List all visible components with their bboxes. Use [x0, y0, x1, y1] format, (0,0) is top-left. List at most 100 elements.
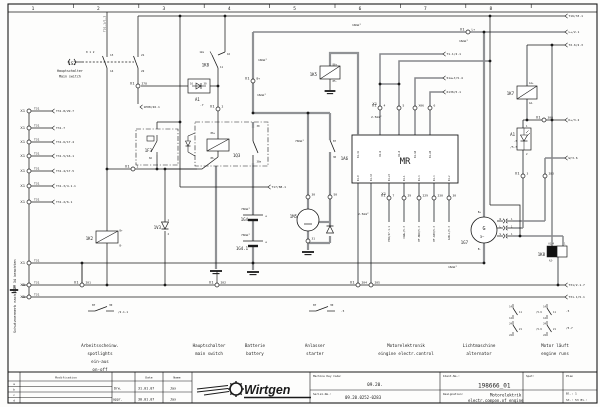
breaker-box	[135, 128, 179, 166]
label: T31	[34, 259, 40, 263]
revision-row-label: d	[13, 398, 15, 402]
terminal	[541, 117, 547, 123]
plug-icon	[502, 218, 505, 224]
diode	[187, 132, 196, 137]
plug-icon	[505, 233, 508, 239]
contact-blade	[133, 55, 139, 69]
terminal-pin: 29	[408, 194, 412, 198]
schematic-label: 1	[168, 218, 170, 222]
terminal-conn: X1	[350, 280, 355, 285]
legend-item: on-off	[92, 367, 108, 372]
schematic-label: 2	[526, 152, 528, 156]
label: T31.2/6.1	[56, 200, 72, 204]
label: T31	[34, 152, 40, 156]
edge-ref: T2.6/2.3	[569, 43, 584, 47]
starter-motor	[296, 208, 320, 232]
label: T31	[34, 198, 40, 202]
ref-chevron	[442, 89, 446, 95]
terminal-conn: X1	[210, 104, 215, 109]
terminal-conn: X1	[460, 27, 465, 32]
sheet-total: St.: 53 Bl.:	[566, 398, 588, 402]
label: T31	[34, 138, 40, 142]
mr-pin-label: K1-4	[433, 175, 436, 181]
grid-number: 5	[293, 6, 296, 12]
terminal	[465, 29, 471, 35]
terminal-conn: X1	[209, 280, 214, 285]
legend-item: Hauptschalter	[193, 343, 226, 348]
terminal-pin: L+	[472, 28, 476, 32]
terminal-conn: X1	[20, 168, 25, 173]
edge-ref: T31/2.1.7	[569, 283, 585, 287]
ref-chevron	[267, 184, 271, 190]
schematic-label: .7	[200, 103, 204, 107]
key-switch-icon	[67, 58, 71, 66]
contact-blade	[252, 140, 259, 154]
spot-label: Spot:	[526, 374, 535, 378]
diode	[195, 82, 202, 90]
terminal-pin: 300	[548, 116, 554, 120]
label: 22	[509, 334, 512, 337]
schematic-label: 70mm²	[295, 139, 304, 143]
schematic-label: 1G4.1	[236, 246, 249, 251]
schematic-label: 66	[149, 157, 152, 160]
relay-1k8	[546, 245, 558, 258]
relay-coil	[516, 85, 538, 100]
ref-chevron	[51, 183, 55, 189]
terminal-conn: X1	[20, 199, 25, 204]
terminal	[26, 108, 32, 114]
mr-pin-label: K1-32	[357, 150, 360, 158]
label: 12	[543, 317, 546, 320]
plug-icon	[505, 218, 508, 224]
label: 24	[509, 323, 512, 326]
revision-row-label: c	[13, 393, 15, 397]
schematic-label: 2.5mm²	[358, 212, 369, 216]
label: T31.4/17.5	[56, 169, 74, 173]
contact-blade	[211, 54, 219, 69]
grid-number: 2	[97, 6, 100, 12]
terminal	[427, 105, 433, 111]
terminal-conn: X1	[381, 193, 386, 198]
schematic-label: /5.6	[536, 328, 542, 331]
schematic-label: /5.6	[536, 311, 542, 314]
schematic-label: 70mm²	[241, 207, 250, 211]
schematic-label: T31.1/1.2	[103, 16, 107, 32]
terminal	[26, 282, 32, 288]
label: T31.3/4.1.1	[56, 184, 76, 188]
label: T31	[34, 293, 40, 297]
legend-item: Lichtmaschine	[463, 343, 496, 348]
schematic-label: .5	[566, 309, 570, 313]
legend-item: battery	[246, 351, 264, 356]
schematic-label: 87	[313, 303, 317, 307]
label: 12	[509, 317, 512, 320]
terminal-pin: 4	[384, 104, 386, 108]
terminal-pin: 31	[312, 237, 316, 241]
legend-item: Motor läuft	[541, 343, 569, 348]
terminal-pin: X06	[419, 104, 425, 108]
terminal-conn: X1	[130, 81, 135, 86]
terminal-conn: X1	[20, 294, 25, 299]
schematic-label: /5.7	[566, 326, 573, 330]
schematic-label: Hauptschalter	[57, 69, 83, 73]
schematic-label: 1K7	[507, 91, 515, 96]
diode	[187, 151, 196, 157]
schematic-label: 1V3	[154, 225, 162, 230]
wire	[490, 204, 521, 236]
wire	[414, 77, 443, 135]
schematic-label: 1F3	[145, 148, 153, 153]
schematic-label: 1	[511, 218, 513, 221]
terminal-conn: X1	[20, 183, 25, 188]
schematic-label: 1S2	[68, 61, 76, 67]
terminal	[214, 282, 220, 288]
relay-coil	[319, 65, 341, 80]
revision-row-label: b	[13, 388, 15, 392]
legend-item: Motorelektronik	[387, 343, 425, 348]
terminal	[520, 173, 526, 179]
terminal-pin: 30	[312, 193, 316, 197]
revision-row-label: a	[13, 382, 15, 386]
contact-ref	[94, 306, 108, 312]
label: T31	[34, 182, 40, 186]
junction-dot	[488, 14, 492, 18]
ident-label: Ident-No.:	[443, 374, 460, 378]
label: T31	[34, 167, 40, 171]
schematic-label: 16	[227, 52, 231, 56]
